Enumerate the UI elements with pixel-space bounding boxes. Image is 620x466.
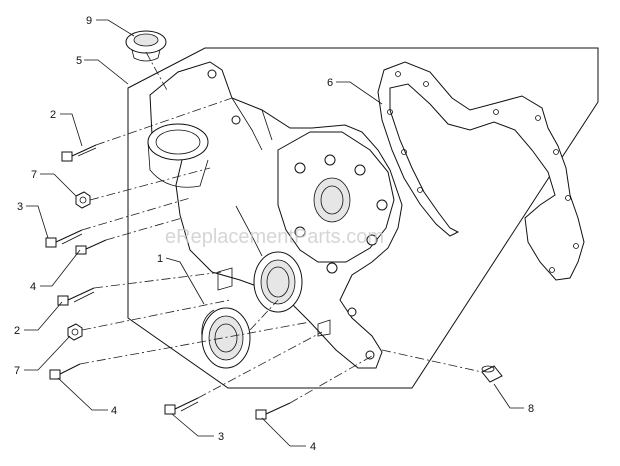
cover-gasket: [377, 61, 585, 281]
callout-6: 6: [327, 77, 333, 89]
callout-3-upper: 3: [17, 201, 23, 213]
front-cover: [147, 61, 403, 369]
nut-7-upper: [75, 191, 91, 209]
crankshaft-oil-seal: [201, 307, 251, 369]
nuts: [67, 191, 91, 341]
nut-7-lower: [67, 323, 83, 341]
bolt-4-bottom: [255, 402, 291, 420]
callout-2-upper: 2: [50, 109, 56, 121]
bolt-4-lower: [49, 363, 81, 380]
bolts: [45, 144, 291, 420]
bolt-2-lower: [57, 287, 95, 306]
bolt-4-upper: [75, 239, 107, 255]
callout-5: 5: [76, 55, 82, 67]
callout-8: 8: [528, 403, 534, 415]
assembly-frame: [127, 47, 599, 389]
bolt-3-upper: [45, 229, 83, 248]
callout-4-upper: 4: [30, 281, 36, 293]
callout-7-upper: 7: [31, 169, 37, 181]
bolt-2-upper: [61, 144, 97, 162]
dowel-pin: [481, 365, 503, 383]
watermark: eReplacementParts.com: [165, 226, 384, 248]
callout-9: 9: [86, 15, 92, 27]
assembly-guide-lines: [79, 51, 483, 404]
leader-lines: [24, 19, 524, 447]
filler-cap: [125, 30, 167, 62]
callout-7-lower: 7: [14, 365, 20, 377]
callout-2-lower: 2: [14, 325, 20, 337]
bolt-3-lower: [164, 397, 199, 415]
callout-1: 1: [157, 253, 163, 265]
callout-3-lower: 3: [218, 431, 224, 443]
callout-4-lower: 4: [111, 405, 117, 417]
callout-4-bottom: 4: [310, 441, 316, 453]
